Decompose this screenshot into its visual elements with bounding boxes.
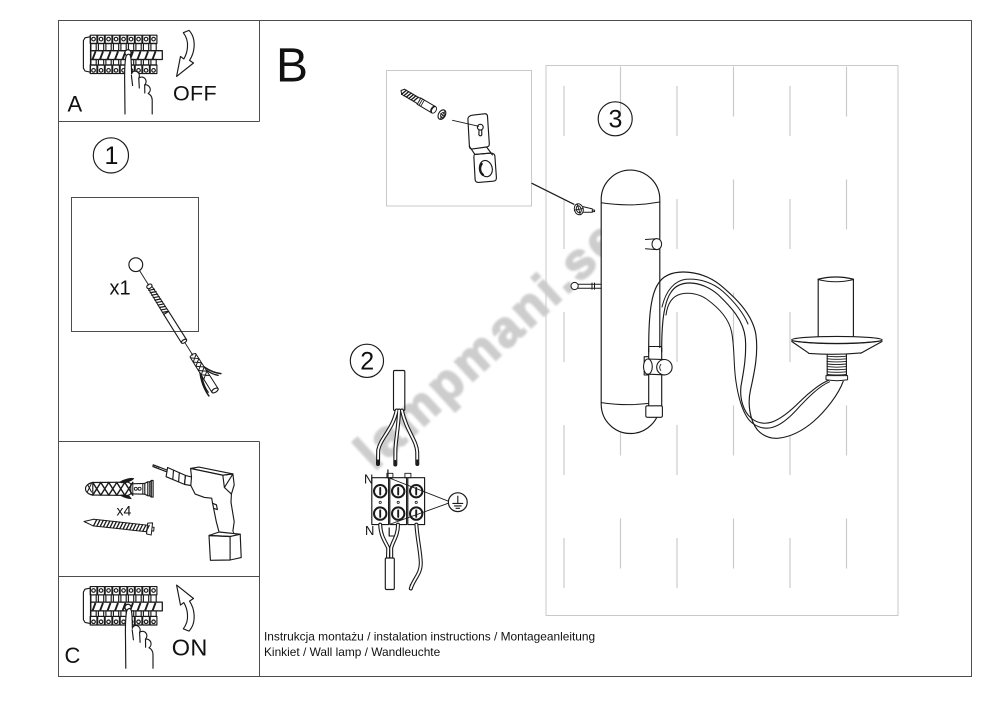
- svg-text:x4: x4: [117, 503, 132, 519]
- svg-text:x1: x1: [110, 278, 131, 300]
- svg-text:ON: ON: [172, 635, 208, 661]
- svg-text:Kinkiet / Wall lamp / Wandleuc: Kinkiet / Wall lamp / Wandleuchte: [264, 645, 441, 659]
- svg-text:B: B: [276, 39, 308, 92]
- svg-text:C: C: [65, 643, 81, 668]
- svg-text:1: 1: [105, 142, 119, 170]
- svg-text:L: L: [386, 467, 393, 482]
- svg-text:OFF: OFF: [173, 82, 217, 106]
- svg-text:N: N: [365, 523, 374, 538]
- svg-text:3: 3: [609, 106, 623, 134]
- svg-text:2: 2: [360, 348, 374, 376]
- svg-text:A: A: [68, 92, 83, 117]
- svg-text:Instrukcja montażu / instalati: Instrukcja montażu / instalation instruc…: [264, 630, 595, 644]
- svg-text:L: L: [388, 525, 395, 540]
- svg-text:N: N: [364, 472, 373, 487]
